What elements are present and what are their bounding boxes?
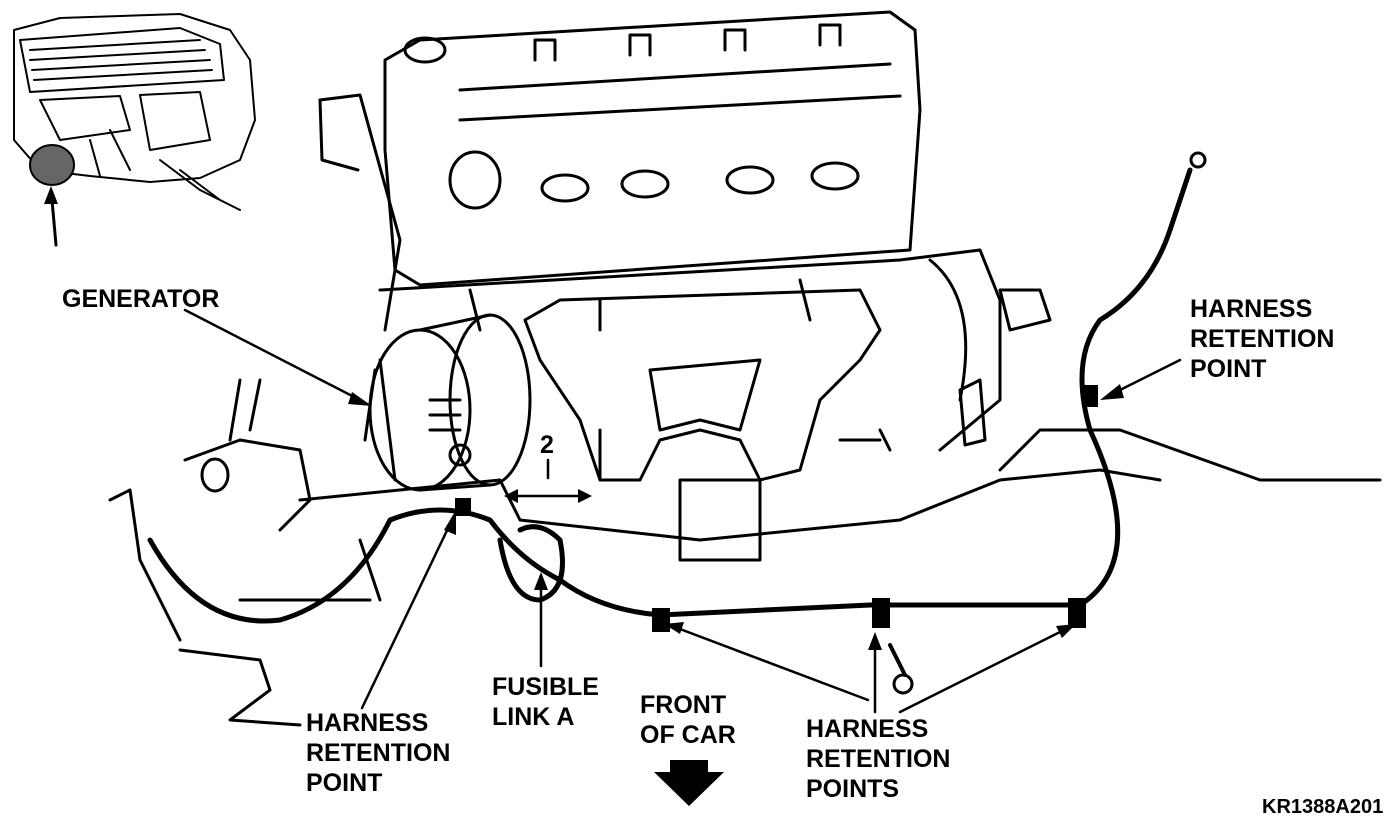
harness-retention-points-label: HARNESS RETENTION POINTS <box>806 715 951 803</box>
inset-arrow <box>44 186 58 247</box>
leader-fusible-link <box>534 572 548 668</box>
callout-number: 2 <box>540 431 554 459</box>
leader-harness-bottom-left <box>360 510 456 710</box>
harness-clips <box>455 151 1207 695</box>
leader-harness-right <box>1100 358 1182 400</box>
generator-label: GENERATOR <box>62 285 220 313</box>
leader-harness-bottom-right <box>664 622 1076 714</box>
wiring-harness <box>147 167 1193 624</box>
generator <box>363 313 532 492</box>
exhaust-manifold <box>523 288 882 562</box>
harness-retention-point-left-label: HARNESS RETENTION POINT <box>306 709 451 797</box>
front-of-car-arrow <box>654 760 724 806</box>
figure-code: KR1388A201 <box>1262 796 1384 818</box>
callout-arrow-2 <box>504 458 592 503</box>
front-of-car-label: FRONT OF CAR <box>640 691 736 749</box>
generator-highlight <box>29 144 75 186</box>
valve-cover <box>383 10 922 287</box>
sensor-right <box>838 288 1052 452</box>
leader-generator <box>183 308 372 406</box>
fusible-link-label: FUSIBLE LINK A <box>492 673 599 731</box>
engine-block <box>318 93 1002 452</box>
harness-retention-point-right-label: HARNESS RETENTION POINT <box>1190 295 1335 383</box>
subframe <box>108 378 1382 727</box>
